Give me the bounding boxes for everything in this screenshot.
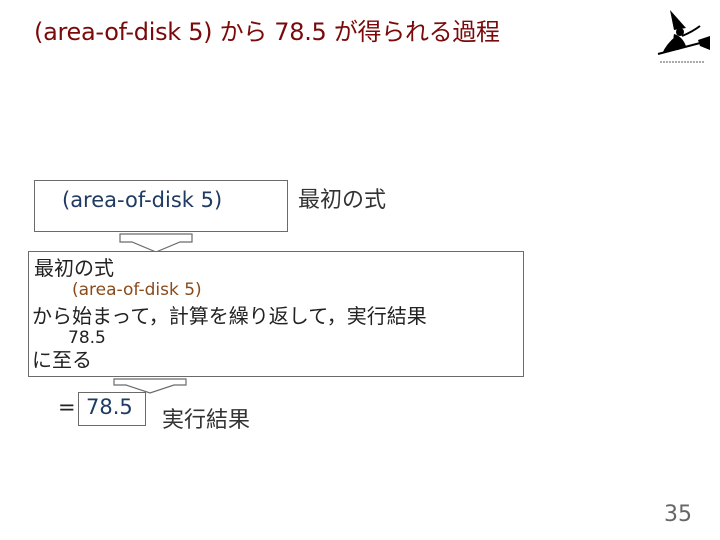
expression-box (34, 180, 288, 232)
down-arrow-icon (113, 378, 187, 394)
expression-text: (area-of-disk 5) (62, 188, 223, 212)
result-caption: 実行結果 (162, 408, 251, 433)
explanation-line-5: に至る (32, 348, 92, 372)
slide-title: (area-of-disk 5) から 78.5 が得られる過程 (34, 18, 500, 46)
expression-caption: 最初の式 (298, 188, 387, 213)
result-box (78, 392, 146, 426)
explanation-line-2: (area-of-disk 5) (72, 280, 202, 300)
down-arrow-icon (119, 233, 193, 253)
explanation-line-3: から始まって，計算を繰り返して，実行結果 (32, 304, 427, 328)
page-number: 35 (664, 502, 692, 527)
explanation-box (28, 251, 524, 377)
explanation-line-4: 78.5 (68, 328, 106, 348)
equals-sign: = (58, 395, 76, 419)
explanation-line-1: 最初の式 (34, 256, 114, 280)
witch-on-broom-icon (657, 10, 710, 63)
result-value: 78.5 (86, 395, 133, 419)
